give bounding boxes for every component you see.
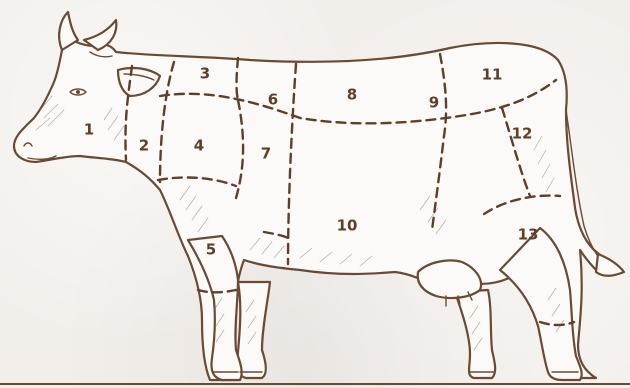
cut-label-3: 3: [200, 65, 210, 83]
cut-label-8: 8: [347, 86, 357, 104]
cut-label-6: 6: [268, 91, 278, 109]
cut-label-12: 12: [512, 125, 533, 143]
cut-label-4: 4: [194, 137, 204, 155]
cut-label-1: 1: [84, 121, 94, 139]
cut-label-9: 9: [429, 94, 439, 112]
cut-label-13: 13: [518, 226, 539, 244]
cut-label-11: 11: [482, 66, 503, 84]
cut-label-7: 7: [261, 145, 271, 163]
cow-body-outline: [14, 30, 620, 380]
cut-label-2: 2: [139, 137, 149, 155]
cut-label-10: 10: [337, 217, 358, 235]
cut-label-5: 5: [206, 241, 216, 259]
tail-tuft: [596, 254, 624, 276]
